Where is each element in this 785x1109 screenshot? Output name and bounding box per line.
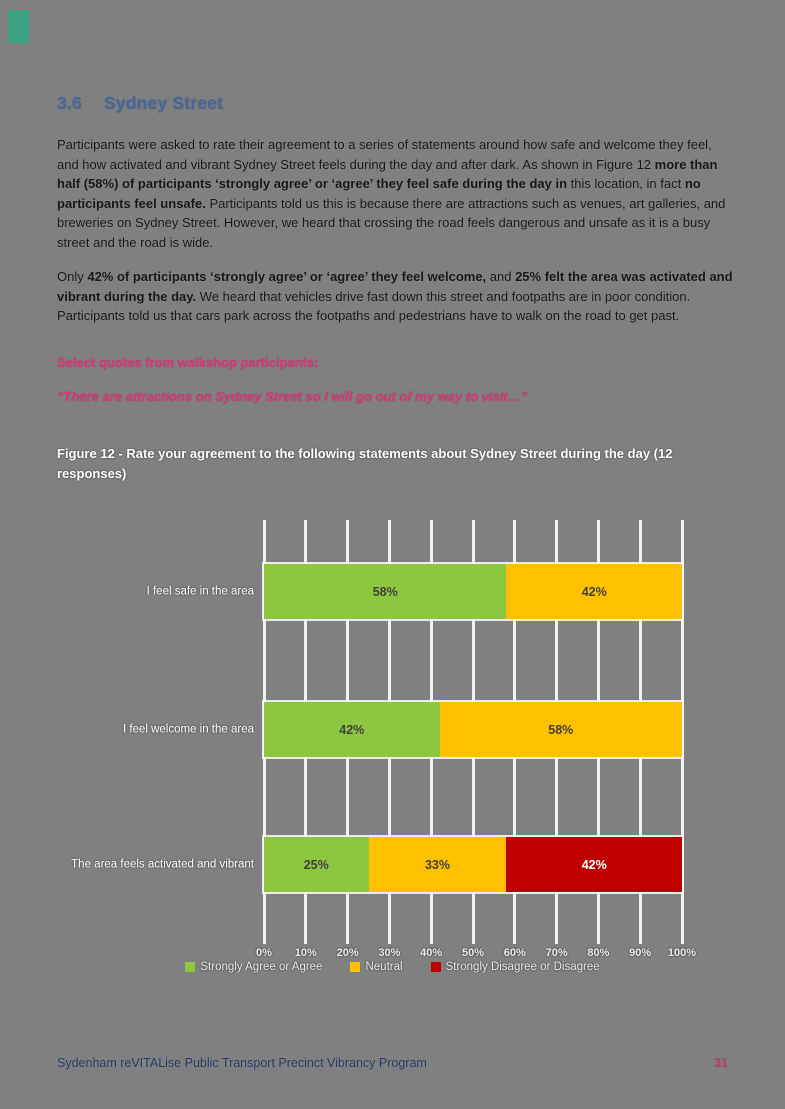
text-run: Participants were asked to rate their ag… <box>57 137 712 172</box>
text-run: and <box>486 269 516 284</box>
x-axis-tick-label: 60% <box>503 947 526 959</box>
x-axis-tick-label: 90% <box>629 947 652 959</box>
x-axis-tick-label: 0% <box>256 947 272 959</box>
x-axis-tick-label: 80% <box>587 947 610 959</box>
paragraph-1: Participants were asked to rate their ag… <box>57 135 733 253</box>
category-label: The area feels activated and vibrant <box>71 858 254 870</box>
text-run: We heard that vehicles drive fast down t… <box>57 288 691 324</box>
footer-title: Sydenham reVITALise Public Transport Pre… <box>57 1056 427 1070</box>
bar-row: I feel safe in the area 58%42% <box>147 562 684 621</box>
x-axis-tick-label: 50% <box>461 947 485 959</box>
quotes-heading: Select quotes from walkshop participants… <box>57 355 319 370</box>
bold-text-run: more than half (58%) of participants ‘st… <box>57 156 718 192</box>
x-axis-tick-label: 20% <box>336 947 359 959</box>
legend-label: Strongly Agree or Agree <box>200 961 323 973</box>
participant-quote: “There are attractions on Sydney Street … <box>57 389 528 404</box>
chart-legend: Strongly Agree or Agree Neutral Strongly D… <box>0 961 785 973</box>
bar-segment: 58% <box>439 702 682 757</box>
x-axis-tick-label: 100% <box>667 947 697 959</box>
legend-swatch-icon <box>350 962 361 972</box>
bold-text-run: 25% felt the area was activated and vibr… <box>57 269 733 304</box>
x-axis-tick-label: 30% <box>378 947 401 959</box>
bar-segment: 42% <box>506 837 682 892</box>
bar-segment: 25% <box>264 837 369 892</box>
paragraph-2: Only 42% of participants ‘strongly agree… <box>57 267 733 326</box>
legend-item: Strongly Disagree or Disagree <box>430 961 600 973</box>
category-label: I feel welcome in the area <box>122 723 254 735</box>
bar-segment: 58% <box>264 564 507 619</box>
x-axis-tick-label: 40% <box>420 947 443 959</box>
bar-row: The area feels activated and vibrant 25%3… <box>71 835 684 894</box>
bar-segment: 33% <box>368 837 507 892</box>
legend-label: Strongly Disagree or Disagree <box>445 961 600 973</box>
x-axis-tick-label: 10% <box>294 947 317 959</box>
bold-text-run: 42% of participants ‘strongly agree’ or … <box>87 269 487 284</box>
text-run: this location, in fact <box>567 176 685 192</box>
corner-marker <box>8 10 29 43</box>
legend-swatch-icon <box>430 962 441 972</box>
x-axis-tick-label: 70% <box>545 947 568 959</box>
section-heading: 3.6 Sydney Street <box>57 93 223 114</box>
section-number: 3.6 <box>57 93 82 113</box>
page-number: 31 <box>714 1056 728 1070</box>
text-run: Only <box>57 269 88 284</box>
legend-swatch-icon <box>185 962 196 972</box>
section-title: Sydney Street <box>103 93 224 113</box>
gridline <box>680 520 684 944</box>
bar-segment: 42% <box>506 564 682 619</box>
bar-segment: 42% <box>264 702 440 757</box>
legend-item: Strongly Agree or Agree <box>185 961 322 973</box>
bar-row: I feel welcome in the area 42%58% <box>123 700 684 759</box>
page-footer: Sydenham reVITALise Public Transport Pre… <box>57 1056 728 1070</box>
figure-caption: Figure 12 - Rate your agreement to the f… <box>57 446 673 481</box>
bold-text-run: no participants feel unsafe. <box>57 176 701 211</box>
text-run: Participants told us this is because the… <box>57 195 726 250</box>
category-label: I feel safe in the area <box>146 585 254 597</box>
legend-label: Neutral <box>365 961 403 973</box>
chart-plot-area: 0% 10% 20% 30% 40% 50% 60% 70% 80% 90% 100% I feel … <box>71 520 696 959</box>
legend-item: Neutral <box>350 961 403 973</box>
